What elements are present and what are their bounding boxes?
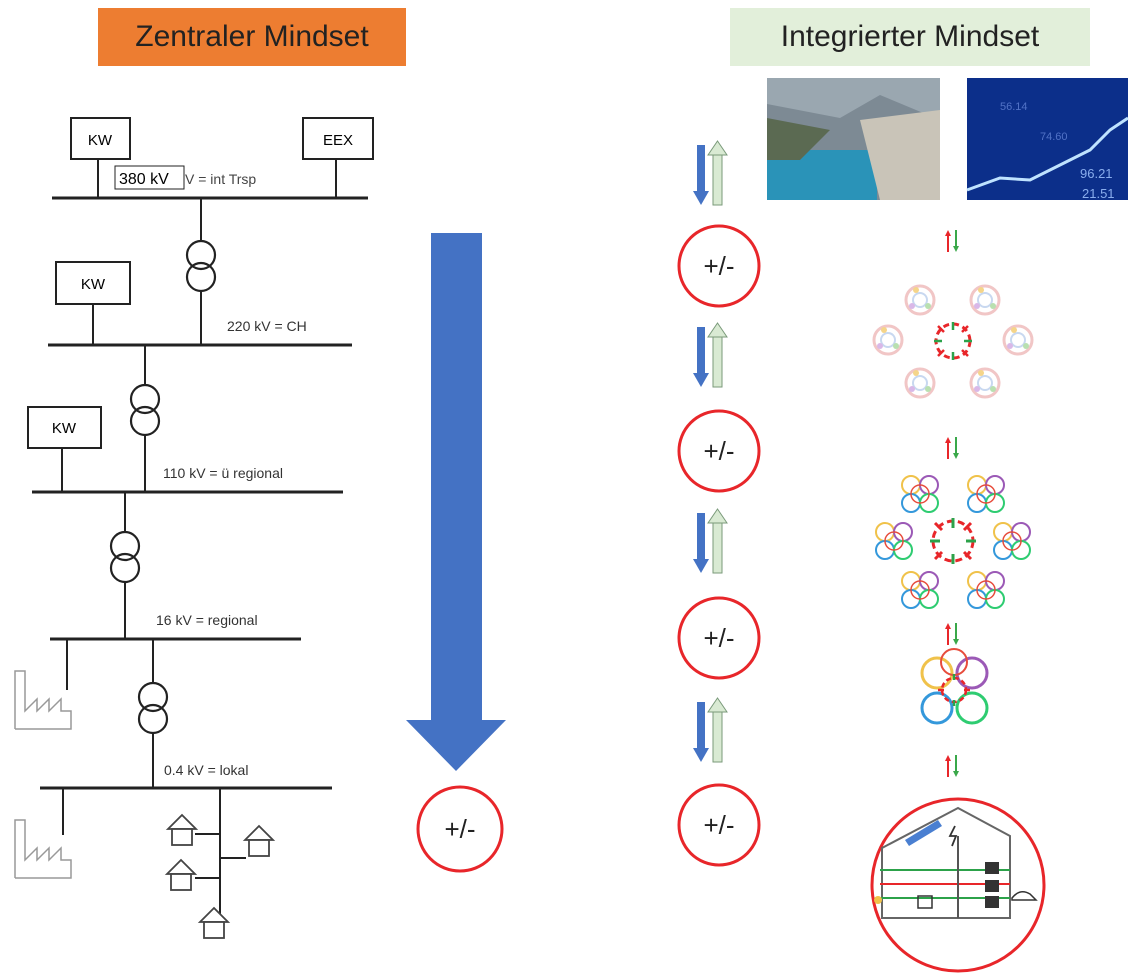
svg-text:56.14: 56.14	[1000, 101, 1028, 113]
cell-cluster-district-icon	[875, 475, 1031, 609]
reservoir-dam-image	[767, 78, 940, 200]
label-04: 0.4 kV = lokal	[164, 762, 248, 778]
updown-arrows-icon-3	[692, 508, 728, 574]
eex-label: EEX	[323, 132, 353, 149]
eex-box	[302, 117, 374, 160]
exchange-arrows-icon-3	[944, 622, 960, 646]
cell-single-icon	[920, 648, 989, 725]
balance-circle-right-2: +/-	[677, 409, 761, 493]
grid-16kv: 16 kV = regional	[14, 612, 301, 787]
exchange-arrows-icon-4	[944, 754, 960, 778]
house-icon-3	[166, 859, 196, 891]
balance-label-right-1: +/-	[703, 251, 734, 281]
grid-110kv: KW 110 kV = ü regional	[27, 406, 343, 638]
kw-label-2: KW	[81, 276, 106, 293]
title-integrierter-mindset: Integrierter Mindset	[730, 8, 1090, 66]
factory-icon-1	[14, 670, 72, 730]
transformer-icon-2	[129, 383, 161, 437]
label-380-rest: V = int Trsp	[185, 171, 256, 187]
balance-circle-right-4: +/-	[677, 783, 761, 867]
kw-label-3: KW	[52, 420, 77, 437]
grid-380kv: KW EEX 380 kV V = int Trsp	[52, 117, 374, 344]
stock-market-image: 96.21 21.51 56.14 74.60	[966, 78, 1129, 201]
svg-text:96.21: 96.21	[1080, 166, 1113, 181]
house-icon-2	[244, 825, 274, 857]
svg-text:74.60: 74.60	[1040, 131, 1068, 143]
grid-220kv: KW 220 kV = CH	[48, 261, 352, 491]
svg-text:21.51: 21.51	[1082, 186, 1115, 201]
balance-label-right-3: +/-	[703, 623, 734, 653]
updown-arrows-icon-2	[692, 322, 728, 388]
title-zentraler-mindset: Zentraler Mindset	[98, 8, 406, 66]
kw-box-3	[27, 406, 102, 449]
balance-circle-right-1: +/-	[677, 224, 761, 308]
cell-cluster-regional-icon	[872, 284, 1034, 399]
exchange-arrows-icon-2	[944, 436, 960, 460]
updown-arrows-icon-1	[692, 140, 728, 206]
balance-circle-right-3: +/-	[677, 596, 761, 680]
balance-label-left: +/-	[444, 814, 475, 844]
house-icon-1	[167, 814, 197, 846]
balance-label-right-4: +/-	[703, 810, 734, 840]
label-16: 16 kV = regional	[156, 612, 258, 628]
kw-box-2	[55, 261, 131, 305]
label-380-boxed: 380 kV	[119, 171, 169, 188]
balance-label-right-2: +/-	[703, 436, 734, 466]
big-down-arrow-icon	[406, 233, 506, 771]
balance-circle-left: +/-	[416, 785, 504, 873]
transformer-icon-1	[185, 239, 217, 293]
transformer-icon-3	[109, 530, 141, 584]
house-icon-4	[199, 907, 229, 939]
updown-arrows-icon-4	[692, 697, 728, 763]
household-cell-icon	[870, 797, 1046, 973]
transformer-icon-4	[137, 681, 169, 735]
label-110: 110 kV = ü regional	[163, 465, 283, 481]
exchange-arrows-icon-1	[944, 229, 960, 253]
grid-04kv: 0.4 kV = lokal	[14, 762, 332, 939]
label-220: 220 kV = CH	[227, 318, 307, 334]
kw-box-1	[70, 117, 131, 160]
kw-label-1: KW	[88, 132, 113, 149]
